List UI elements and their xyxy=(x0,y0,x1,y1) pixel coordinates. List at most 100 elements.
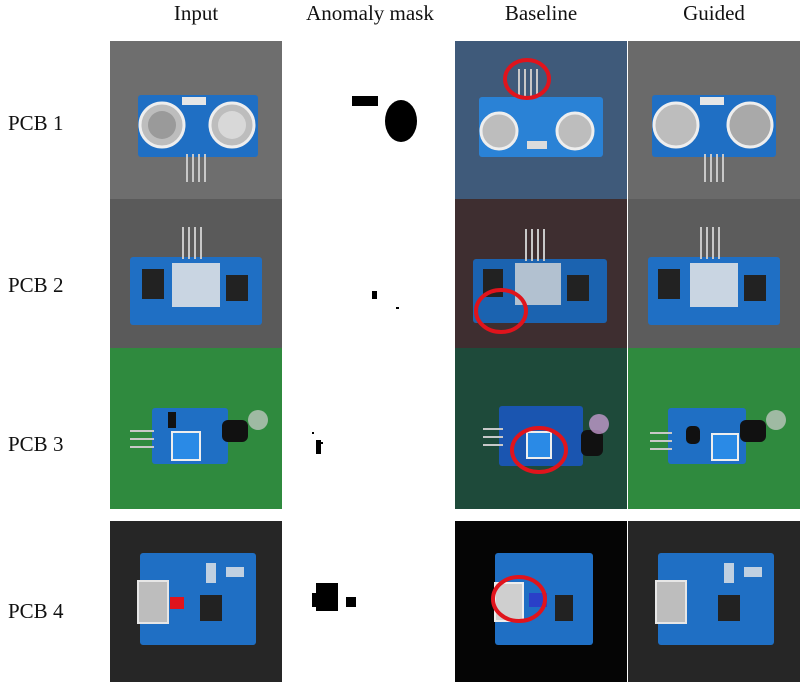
input-image-pcb-1 xyxy=(110,41,282,202)
input-image-pcb-2 xyxy=(110,199,282,360)
header-pin xyxy=(200,227,202,259)
mask-region xyxy=(316,440,321,454)
component-row xyxy=(690,263,738,307)
header-pin xyxy=(704,154,706,182)
header-pin xyxy=(710,154,712,182)
ultrasonic-transducer-left xyxy=(652,101,700,149)
header-pin xyxy=(186,154,188,182)
mask-region xyxy=(316,583,338,611)
mask-region xyxy=(312,432,314,434)
row-label-pcb-1: PCB 1 xyxy=(8,111,64,135)
header-pin xyxy=(716,154,718,182)
header-pin xyxy=(483,444,503,446)
baseline-image-pcb-2 xyxy=(455,199,627,360)
component-row xyxy=(172,263,220,307)
ic-chip xyxy=(226,275,248,301)
anomaly-highlight-circle xyxy=(510,426,568,474)
mask-region xyxy=(372,291,377,299)
header-pin xyxy=(537,229,539,261)
header-pin xyxy=(130,446,154,448)
anomaly-mask-pcb-1 xyxy=(284,41,456,202)
header-pin xyxy=(712,227,714,259)
ir-receiver xyxy=(581,430,603,456)
potentiometer xyxy=(526,431,552,459)
potentiometer xyxy=(171,431,201,461)
header-pin xyxy=(650,440,672,442)
header-pin xyxy=(706,227,708,259)
solder-pads xyxy=(724,563,734,583)
input-image-pcb-4 xyxy=(110,521,282,682)
anomaly-mask-pcb-4 xyxy=(284,521,456,682)
row-label-pcb-2: PCB 2 xyxy=(8,273,64,297)
mask-region xyxy=(396,307,399,309)
ic-chip xyxy=(555,595,573,621)
header-pin xyxy=(518,69,520,97)
header-pin xyxy=(524,69,526,97)
header-pin xyxy=(188,227,190,259)
red-component xyxy=(170,597,184,609)
solder-pads xyxy=(226,567,244,577)
guided-image-pcb-3 xyxy=(628,348,800,509)
mask-region xyxy=(346,597,356,607)
header-pin xyxy=(650,448,672,450)
header-pin xyxy=(531,229,533,261)
header-pin xyxy=(700,227,702,259)
header-pin xyxy=(650,432,672,434)
usb-port xyxy=(137,580,169,624)
header-pin xyxy=(543,229,545,261)
mask-region xyxy=(352,96,378,106)
ir-led xyxy=(248,410,268,430)
header-pin xyxy=(194,227,196,259)
transducer-mesh xyxy=(218,111,246,139)
column-header-guided: Guided xyxy=(683,1,745,25)
guided-image-pcb-4 xyxy=(628,521,800,682)
header-pin xyxy=(130,430,154,432)
header-pin xyxy=(182,227,184,259)
anomaly-highlight-circle xyxy=(503,58,551,100)
ic-chip xyxy=(200,595,222,621)
capacitor xyxy=(686,426,700,444)
usb-port xyxy=(655,580,687,624)
ic-chip xyxy=(142,269,164,299)
mask-region xyxy=(312,593,316,607)
header-pin xyxy=(483,428,503,430)
column-header-input: Input xyxy=(173,1,219,25)
crystal-component xyxy=(527,141,547,149)
baseline-image-pcb-1 xyxy=(455,41,627,202)
header-pin xyxy=(536,69,538,97)
transducer-mesh xyxy=(148,111,176,139)
header-pin xyxy=(198,154,200,182)
anomaly-mask-pcb-3 xyxy=(284,348,456,509)
ir-led xyxy=(589,414,609,434)
ir-receiver xyxy=(222,420,248,442)
header-pin xyxy=(718,227,720,259)
ir-led xyxy=(766,410,786,430)
ultrasonic-transducer-right xyxy=(726,101,774,149)
crystal-component xyxy=(182,97,206,105)
guided-image-pcb-2 xyxy=(628,199,800,360)
ir-receiver xyxy=(740,420,766,442)
anomaly-mask-pcb-2 xyxy=(284,199,456,360)
anomaly-highlight-circle xyxy=(491,575,547,623)
header-pin xyxy=(130,438,154,440)
row-label-pcb-4: PCB 4 xyxy=(8,599,64,623)
solder-pads xyxy=(206,563,216,583)
ultrasonic-transducer-right xyxy=(555,111,595,151)
baseline-image-pcb-3 xyxy=(455,348,627,509)
crystal-component xyxy=(700,97,724,105)
header-pin xyxy=(525,229,527,261)
mask-region xyxy=(320,442,323,444)
ic-chip xyxy=(718,595,740,621)
header-pin xyxy=(204,154,206,182)
header-pin xyxy=(483,436,503,438)
baseline-image-pcb-4 xyxy=(455,521,627,682)
ic-chip xyxy=(658,269,680,299)
guided-image-pcb-1 xyxy=(628,41,800,202)
header-pin xyxy=(530,69,532,97)
ic-chip xyxy=(744,275,766,301)
header-pin xyxy=(722,154,724,182)
column-header-baseline: Baseline xyxy=(504,1,578,25)
row-label-pcb-3: PCB 3 xyxy=(8,432,64,456)
input-image-pcb-3 xyxy=(110,348,282,509)
solder-pads xyxy=(744,567,762,577)
